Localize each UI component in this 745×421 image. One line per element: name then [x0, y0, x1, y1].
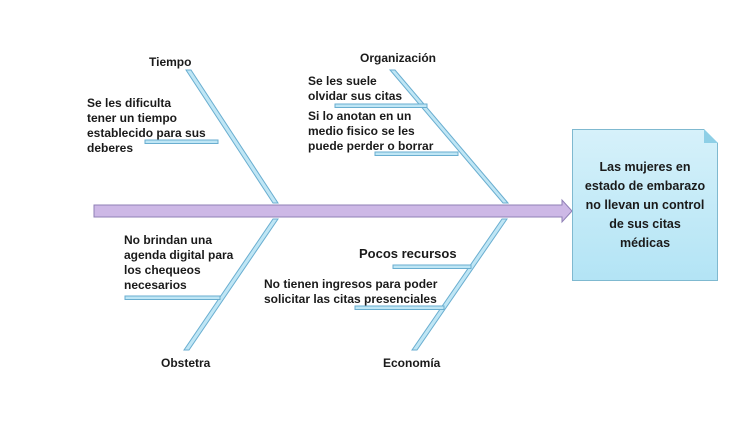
sub-bone-organizacion-2	[374, 151, 459, 156]
category-label-economia: Economía	[383, 356, 441, 370]
effect-box: Las mujeres en estado de embarazo no lle…	[572, 129, 718, 281]
sub-bone-obstetra	[124, 295, 221, 300]
sub-bone-economia-2	[354, 305, 445, 310]
spine-arrow	[93, 198, 573, 224]
cause-economia-1: Pocos recursos	[359, 246, 457, 261]
effect-text: Las mujeres en estado de embarazo no lle…	[584, 159, 706, 250]
bone-organizacion	[388, 69, 510, 204]
cause-obstetra-1: No brindan una agenda digital para los c…	[124, 233, 234, 292]
sub-bone-organizacion-1	[334, 103, 428, 108]
bone-tiempo	[185, 69, 279, 204]
category-label-obstetra: Obstetra	[161, 356, 211, 370]
cause-tiempo-1: Se les dificulta tener un tiempo estable…	[87, 96, 206, 155]
sub-bone-tiempo	[144, 139, 219, 144]
cause-economia-2: No tienen ingresos para poder solicitar …	[264, 277, 438, 306]
cause-organizacion-1: Se les suele olvidar sus citas	[308, 74, 403, 103]
sub-bone-economia-1	[392, 264, 472, 269]
bone-obstetra	[183, 218, 279, 351]
cause-organizacion-2: Si lo anotan en un medio fisico se les p…	[308, 109, 434, 153]
category-label-organizacion: Organización	[360, 51, 437, 65]
category-label-tiempo: Tiempo	[149, 55, 192, 69]
